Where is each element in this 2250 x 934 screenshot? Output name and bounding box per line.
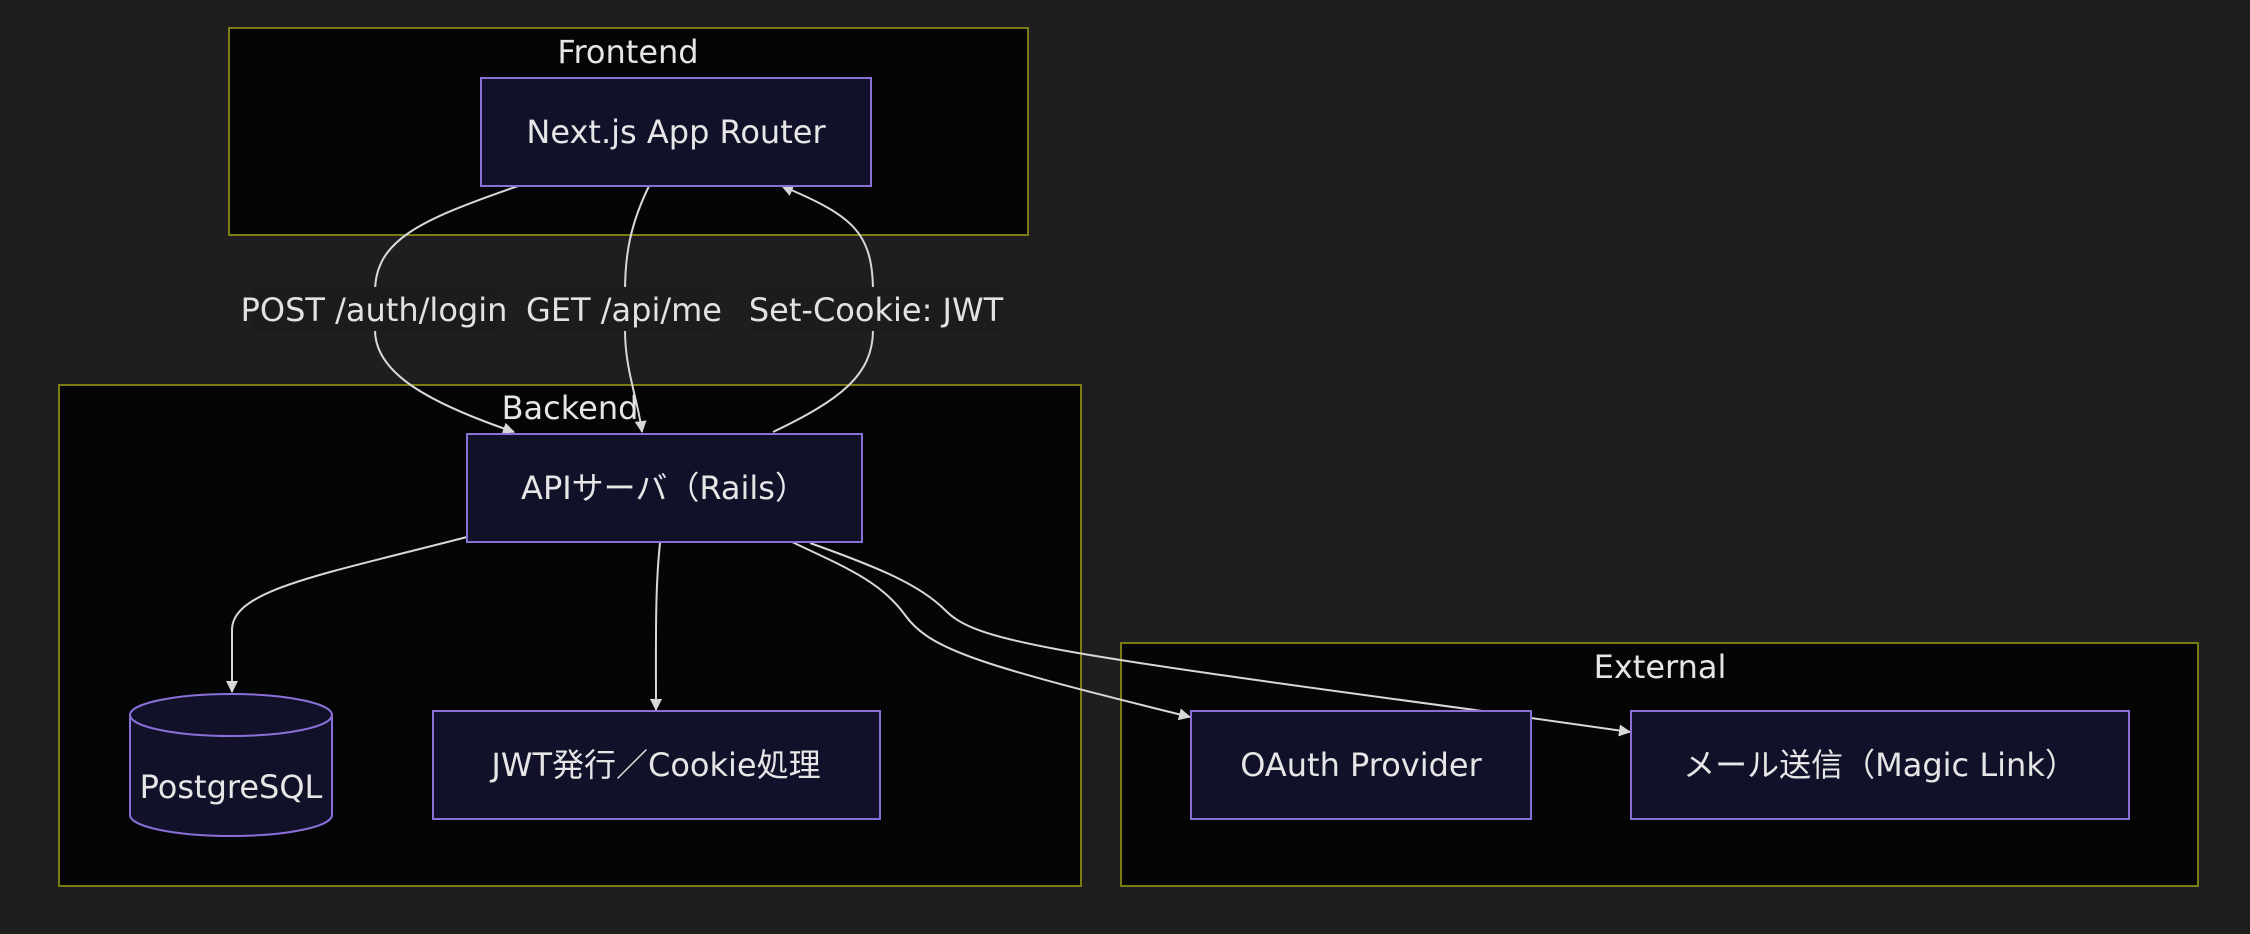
node-api: APIサーバ（Rails） (466, 433, 863, 543)
edge-api-mail (809, 542, 1631, 737)
svg-text:JWT発行／Cookie処理: JWT発行／Cookie処理 (489, 746, 820, 784)
external-cluster-label: External (1594, 648, 1727, 686)
node-mail: メール送信（Magic Link） (1630, 710, 2130, 820)
edge-api-postgres (226, 536, 468, 693)
svg-text:メール送信（Magic Link）: メール送信（Magic Link） (1683, 746, 2077, 784)
node-postgres: PostgreSQL (129, 693, 333, 837)
node-nextjs: Next.js App Router (480, 77, 872, 187)
edge-label-me: GET /api/me (526, 287, 722, 331)
svg-text:APIサーバ（Rails）: APIサーバ（Rails） (521, 469, 807, 507)
backend-cluster-label: Backend (502, 389, 639, 427)
edge-api-oauth (789, 540, 1191, 721)
svg-text:OAuth Provider: OAuth Provider (1240, 746, 1482, 784)
svg-text:Next.js App Router: Next.js App Router (526, 113, 826, 151)
node-oauth: OAuth Provider (1190, 710, 1532, 820)
edge-label-login: POST /auth/login (241, 287, 508, 331)
svg-text:PostgreSQL: PostgreSQL (140, 768, 323, 806)
svg-text:POST /auth/login: POST /auth/login (241, 291, 508, 329)
edge-api-jwt (649, 542, 662, 711)
edge-label-cookie: Set-Cookie: JWT (749, 287, 1004, 331)
node-jwt: JWT発行／Cookie処理 (432, 710, 881, 820)
svg-text:GET /api/me: GET /api/me (526, 291, 722, 329)
svg-text:Set-Cookie: JWT: Set-Cookie: JWT (749, 291, 1004, 329)
frontend-cluster-label: Frontend (557, 33, 698, 71)
